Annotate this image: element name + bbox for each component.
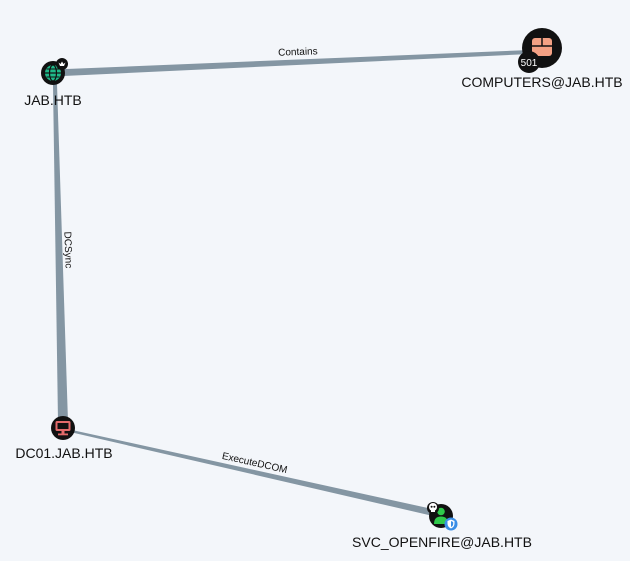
edge-executedcom-line[interactable]: [70, 430, 437, 516]
dc-node-label: DC01.JAB.HTB: [15, 445, 112, 461]
edge-dcsync[interactable]: DCSync: [53, 84, 74, 422]
edge-executedcom[interactable]: ExecuteDCOM: [70, 430, 437, 516]
crown-icon: [56, 58, 68, 70]
user-icon: [434, 507, 448, 524]
edge-contains[interactable]: Contains: [42, 46, 530, 77]
globe-icon: [45, 64, 61, 82]
member-count-text: 501: [521, 58, 538, 69]
node-svc-openfire[interactable]: SVC_OPENFIRE@JAB.HTB: [352, 502, 532, 550]
group-box-icon: [532, 38, 552, 56]
edge-contains-line[interactable]: [42, 50, 530, 77]
node-dc01[interactable]: DC01.JAB.HTB: [15, 416, 113, 461]
user-node-label: SVC_OPENFIRE@JAB.HTB: [352, 534, 532, 550]
member-count-badge: 501: [518, 51, 540, 73]
edge-dcsync-line[interactable]: [53, 84, 68, 422]
domain-node-label: JAB.HTB: [24, 92, 82, 108]
edge-dcsync-label: DCSync: [61, 231, 73, 268]
node-domain[interactable]: JAB.HTB: [24, 58, 82, 108]
skull-icon: [427, 502, 439, 514]
group-node-label: COMPUTERS@JAB.HTB: [461, 74, 622, 90]
edge-contains-label: Contains: [278, 46, 318, 58]
shield-icon: [444, 517, 458, 531]
monitor-icon: [55, 421, 71, 436]
node-computers-group[interactable]: 501 COMPUTERS@JAB.HTB: [461, 28, 623, 90]
